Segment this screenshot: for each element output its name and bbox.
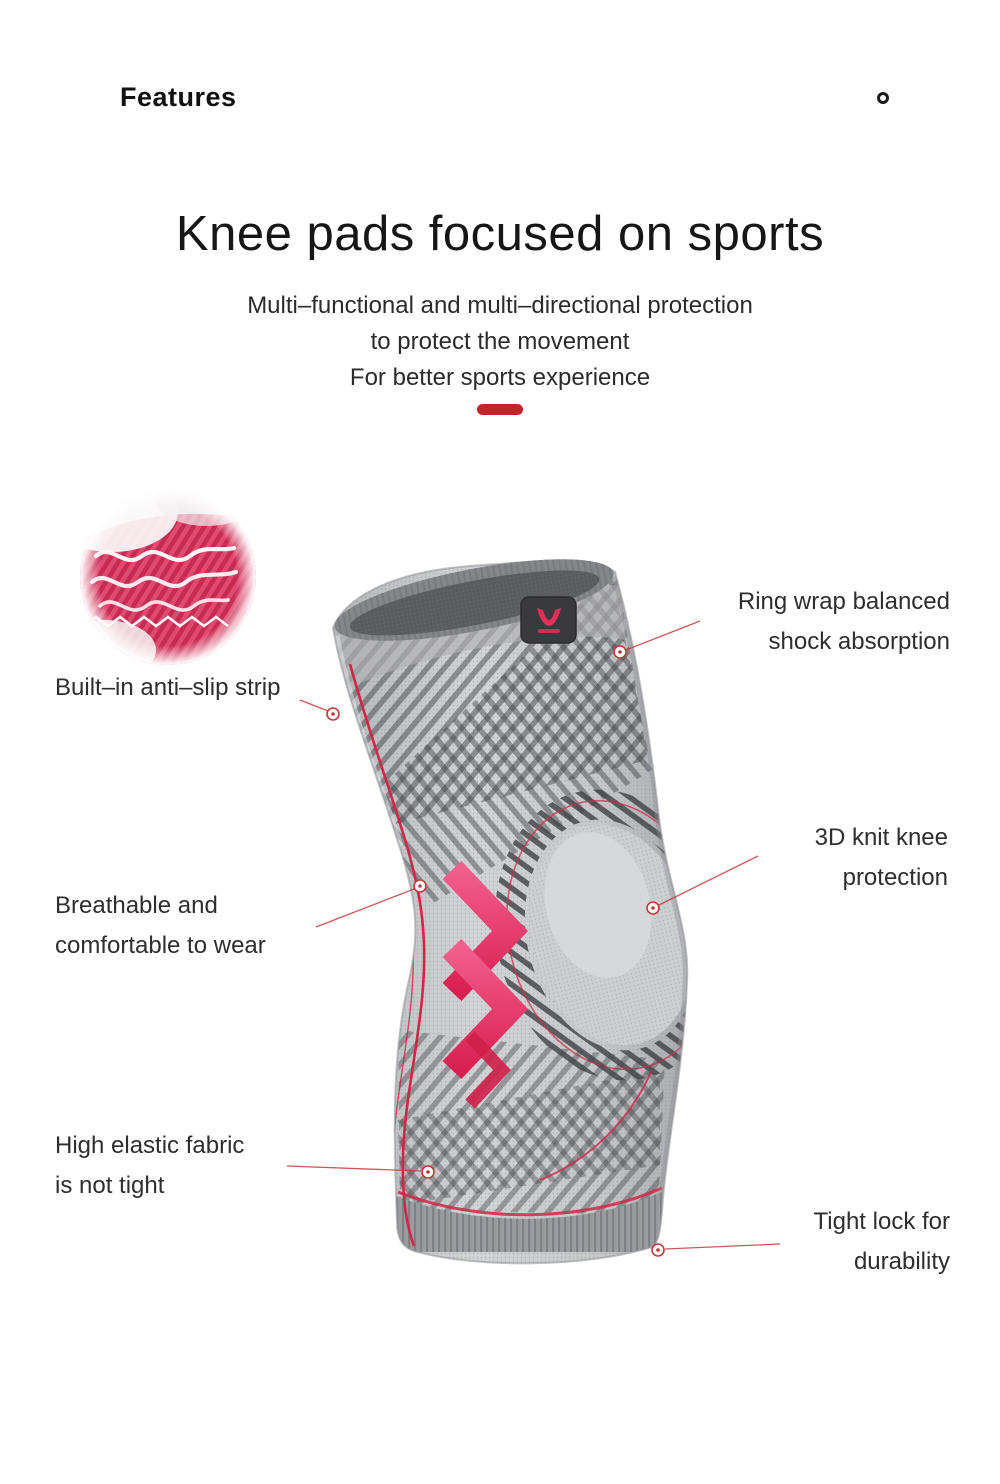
circle-outline-icon (877, 92, 889, 104)
callout-line: is not tight (55, 1172, 165, 1199)
callout-line: 3D knit knee (814, 824, 948, 851)
callout-anti-slip: Built–in anti–slip strip (55, 668, 280, 708)
knee-pad-image (331, 559, 689, 1265)
callout-3d-knit: 3D knit knee protection (815, 818, 948, 898)
leader-breathable (315, 879, 427, 928)
page-subtitle: Multi–functional and multi–directional p… (0, 288, 1000, 396)
fabric-zoom-circle (80, 489, 256, 665)
subtitle-line: to protect the movement (370, 328, 630, 355)
leader-ring-wrap (613, 620, 701, 659)
callout-line: Breathable and (55, 892, 218, 919)
callout-high-elastic: High elastic fabric is not tight (55, 1126, 244, 1206)
callout-line: protection (842, 864, 948, 891)
brand-logo-patch (520, 596, 577, 644)
page-title: Knee pads focused on sports (175, 207, 825, 261)
callout-ring-wrap: Ring wrap balanced shock absorption (738, 582, 950, 662)
section-title: Features (120, 82, 237, 112)
callout-line: durability (853, 1248, 950, 1275)
leader-tight-lock (651, 1243, 781, 1257)
callout-line: comfortable to wear (55, 932, 266, 959)
callout-tight-lock: Tight lock for durability (814, 1202, 951, 1282)
subtitle-line: For better sports experience (349, 364, 651, 391)
callout-line: Ring wrap balanced (737, 588, 950, 615)
red-divider (477, 404, 523, 415)
callout-breathable: Breathable and comfortable to wear (55, 886, 266, 966)
callout-line: High elastic fabric (55, 1132, 245, 1159)
callout-line: Tight lock for (813, 1208, 951, 1235)
callout-line: shock absorption (768, 628, 950, 655)
subtitle-line: Multi–functional and multi–directional p… (247, 292, 753, 319)
callout-leaders (286, 620, 781, 1257)
callout-line: Built–in anti–slip strip (55, 674, 281, 701)
leader-3d-knit (646, 855, 759, 915)
leader-high-elastic (286, 1165, 435, 1179)
leader-anti-slip (299, 699, 340, 721)
top-opening-rim (334, 559, 614, 641)
